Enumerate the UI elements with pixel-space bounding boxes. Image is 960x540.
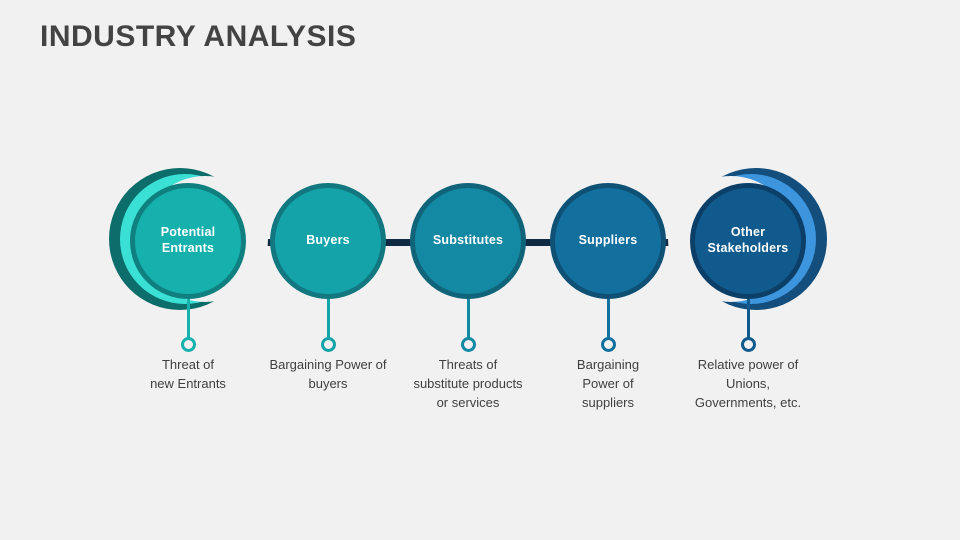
stem-dot-icon	[321, 337, 336, 352]
force-circle-label: Suppliers	[578, 233, 638, 248]
force-circle-label: Other Stakeholders	[707, 225, 789, 255]
connector-substitutes-to-suppliers	[508, 239, 568, 246]
stem-line	[747, 287, 750, 342]
page-title: INDUSTRY ANALYSIS	[40, 20, 357, 53]
force-circle-label: Potential Entrants	[160, 225, 216, 255]
stem-line	[607, 287, 610, 342]
force-circle-substitutes[interactable]: Substitutes	[410, 183, 526, 299]
force-circle-potential-entrants[interactable]: Potential Entrants	[130, 183, 246, 299]
stem-dot-icon	[181, 337, 196, 352]
connector-buyers-to-substitutes	[368, 239, 428, 246]
force-circle-suppliers[interactable]: Suppliers	[550, 183, 666, 299]
force-caption-other-stakeholders: Relative power of Unions, Governments, e…	[694, 357, 802, 410]
stem-dot-icon	[461, 337, 476, 352]
stem-dot-icon	[601, 337, 616, 352]
force-circle-label: Buyers	[306, 233, 350, 248]
force-caption-substitutes: Threats of substitute products or servic…	[413, 357, 523, 410]
stem-line	[187, 287, 190, 342]
force-circle-other-stakeholders[interactable]: Other Stakeholders	[690, 183, 806, 299]
force-circle-label: Substitutes	[432, 233, 504, 248]
force-caption-potential-entrants: Threat of new Entrants	[150, 357, 226, 391]
force-circle-buyers[interactable]: Buyers	[270, 183, 386, 299]
force-caption-buyers: Bargaining Power of buyers	[269, 357, 387, 391]
stem-line	[327, 287, 330, 342]
stem-dot-icon	[741, 337, 756, 352]
stem-line	[467, 287, 470, 342]
force-caption-suppliers: Bargaining Power of suppliers	[576, 357, 640, 410]
